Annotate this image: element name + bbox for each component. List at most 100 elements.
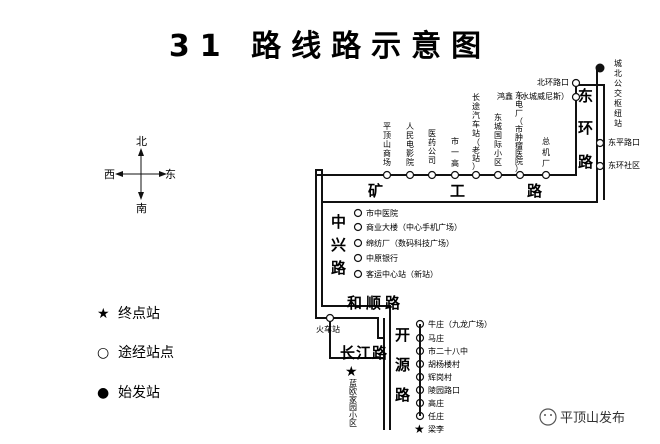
svg-text:小: 小	[494, 149, 502, 158]
svg-text:汽: 汽	[472, 110, 480, 120]
svg-text:兴: 兴	[331, 236, 346, 254]
legend-terminal-icon: ★	[97, 306, 110, 322]
svg-text:枢: 枢	[614, 98, 622, 108]
stop-label: 绵纺厂（数码科技广场）	[366, 238, 454, 248]
page-title: 31 路线路示意图	[169, 29, 491, 64]
svg-text:小: 小	[349, 411, 357, 420]
terminal-star-lanhuan: ★	[345, 364, 358, 380]
svg-text:东: 东	[578, 87, 593, 105]
stop-label: 任庄	[428, 411, 444, 421]
svg-text:瘤: 瘤	[515, 140, 523, 150]
svg-text:医: 医	[515, 149, 523, 158]
svg-text:长: 长	[472, 92, 480, 102]
svg-text:公: 公	[428, 147, 436, 156]
svg-text:司: 司	[428, 156, 436, 165]
stop-dongcheng: 东 城 国 际 小 区	[494, 112, 502, 167]
svg-text:站: 站	[614, 118, 622, 128]
svg-text:山: 山	[383, 139, 391, 149]
stop-dot	[353, 253, 363, 263]
stop-dot	[353, 238, 363, 248]
svg-text:工: 工	[450, 182, 465, 200]
svg-text:医: 医	[428, 129, 436, 138]
zhongxing-stops: 市中医院 商业大楼（中心手机广场） 绵纺厂（数码科技广场） 中原银行 客运中心站…	[353, 208, 462, 279]
svg-text:际: 际	[494, 140, 502, 149]
svg-text:纽: 纽	[614, 108, 622, 118]
stop-dot	[493, 170, 503, 180]
road-changjiang: 长江路	[340, 344, 388, 362]
svg-text:区: 区	[349, 419, 357, 428]
svg-text:东: 东	[494, 112, 502, 122]
svg-text:平: 平	[383, 122, 391, 131]
svg-text:蓝: 蓝	[349, 378, 357, 388]
svg-text:民: 民	[406, 131, 414, 140]
stop-dot	[382, 170, 392, 180]
route-line-lower	[321, 202, 391, 430]
svg-text:人: 人	[406, 122, 414, 131]
stop-hongyi-dot	[571, 92, 581, 102]
stop-label: 市二十八中	[428, 346, 468, 356]
svg-text:一: 一	[451, 148, 459, 157]
road-kaiyuan: 开 源 路	[395, 326, 411, 404]
origin-station-dot	[595, 63, 605, 73]
stop-label: 市中医院	[366, 208, 398, 218]
svg-text:途: 途	[472, 101, 480, 111]
svg-text:站: 站	[472, 153, 480, 163]
legend: ★ 终点站 ○ 途经站点 ● 始发站	[97, 306, 174, 401]
svg-text:场: 场	[383, 158, 391, 167]
svg-text:总: 总	[542, 136, 550, 146]
compass-west: 西	[104, 168, 115, 181]
svg-text:院: 院	[515, 156, 523, 166]
svg-text:药: 药	[428, 137, 436, 147]
stop-pharma: 医 药 公 司	[428, 129, 436, 165]
legend-origin-icon: ●	[97, 385, 109, 401]
svg-text:商: 商	[383, 148, 391, 158]
stop-donghuan: 东环社区	[608, 160, 640, 170]
stop-dongping: 东平路口	[608, 137, 640, 147]
terminal-star-liangli: ★	[414, 422, 425, 436]
legend-via-icon: ○	[97, 345, 109, 361]
svg-text:市: 市	[515, 124, 523, 134]
svg-text:路: 路	[331, 259, 347, 277]
road-kuanggong: 矿 工 路	[368, 182, 543, 200]
stop-lanhuan: 蓝 欧 家 园 小 区	[349, 378, 357, 428]
road-heshun: 和顺路	[347, 294, 404, 312]
stop-label: 陵园路口	[428, 385, 460, 395]
svg-text:交: 交	[614, 88, 622, 98]
svg-text:北: 北	[614, 69, 622, 78]
compass-east: 东	[165, 168, 176, 181]
stop-label: 高庄	[428, 398, 444, 408]
stop-dot	[353, 269, 363, 279]
svg-text:路: 路	[395, 386, 411, 404]
legend-via-label: 途经站点	[118, 344, 174, 361]
stop-no1-high: 市 一 高	[451, 136, 459, 168]
road-zhongxing: 中 兴 路	[331, 213, 347, 277]
svg-text:电: 电	[515, 99, 523, 109]
stop-label: 梁李	[428, 424, 444, 434]
svg-text:家: 家	[349, 394, 357, 404]
svg-text:（: （	[472, 138, 480, 147]
legend-terminal-label: 终点站	[118, 306, 160, 322]
svg-text:站: 站	[472, 128, 480, 138]
stop-cinema: 人 民 电 影 院	[406, 122, 414, 167]
svg-text:城: 城	[494, 122, 502, 131]
svg-text:欧: 欧	[349, 386, 357, 396]
compass-south: 南	[136, 202, 147, 215]
stop-beihuan-dot	[571, 78, 581, 88]
watermark: 平顶山发布	[539, 408, 625, 426]
stop-dot	[541, 170, 551, 180]
svg-text:院: 院	[406, 157, 414, 167]
svg-text:厂: 厂	[515, 109, 523, 118]
stop-label: 马庄	[428, 333, 444, 343]
stop-dongdian: 东 电 厂 （ 市 肿 瘤 医 院 ）	[515, 90, 523, 173]
stop-pingdingshan-market: 平 顶 山 商 场	[383, 122, 391, 167]
svg-text:路: 路	[527, 182, 543, 200]
svg-text:）: ）	[472, 162, 480, 171]
kaiyuan-stops: 牛庄（九龙广场） 马庄 市二十八中 胡杨楼村 辉岗村 陵园路口 高庄 任庄 ★ …	[414, 319, 492, 436]
watermark-text: 平顶山发布	[560, 410, 625, 426]
route-line-changjiang	[329, 318, 384, 359]
stop-label: 牛庄（九龙广场）	[428, 319, 492, 329]
svg-text:市: 市	[451, 136, 459, 146]
stop-hongyi: 鸿鑫（水城威尼斯）	[497, 91, 569, 101]
stop-label: 客运中心站（新站）	[366, 269, 438, 279]
